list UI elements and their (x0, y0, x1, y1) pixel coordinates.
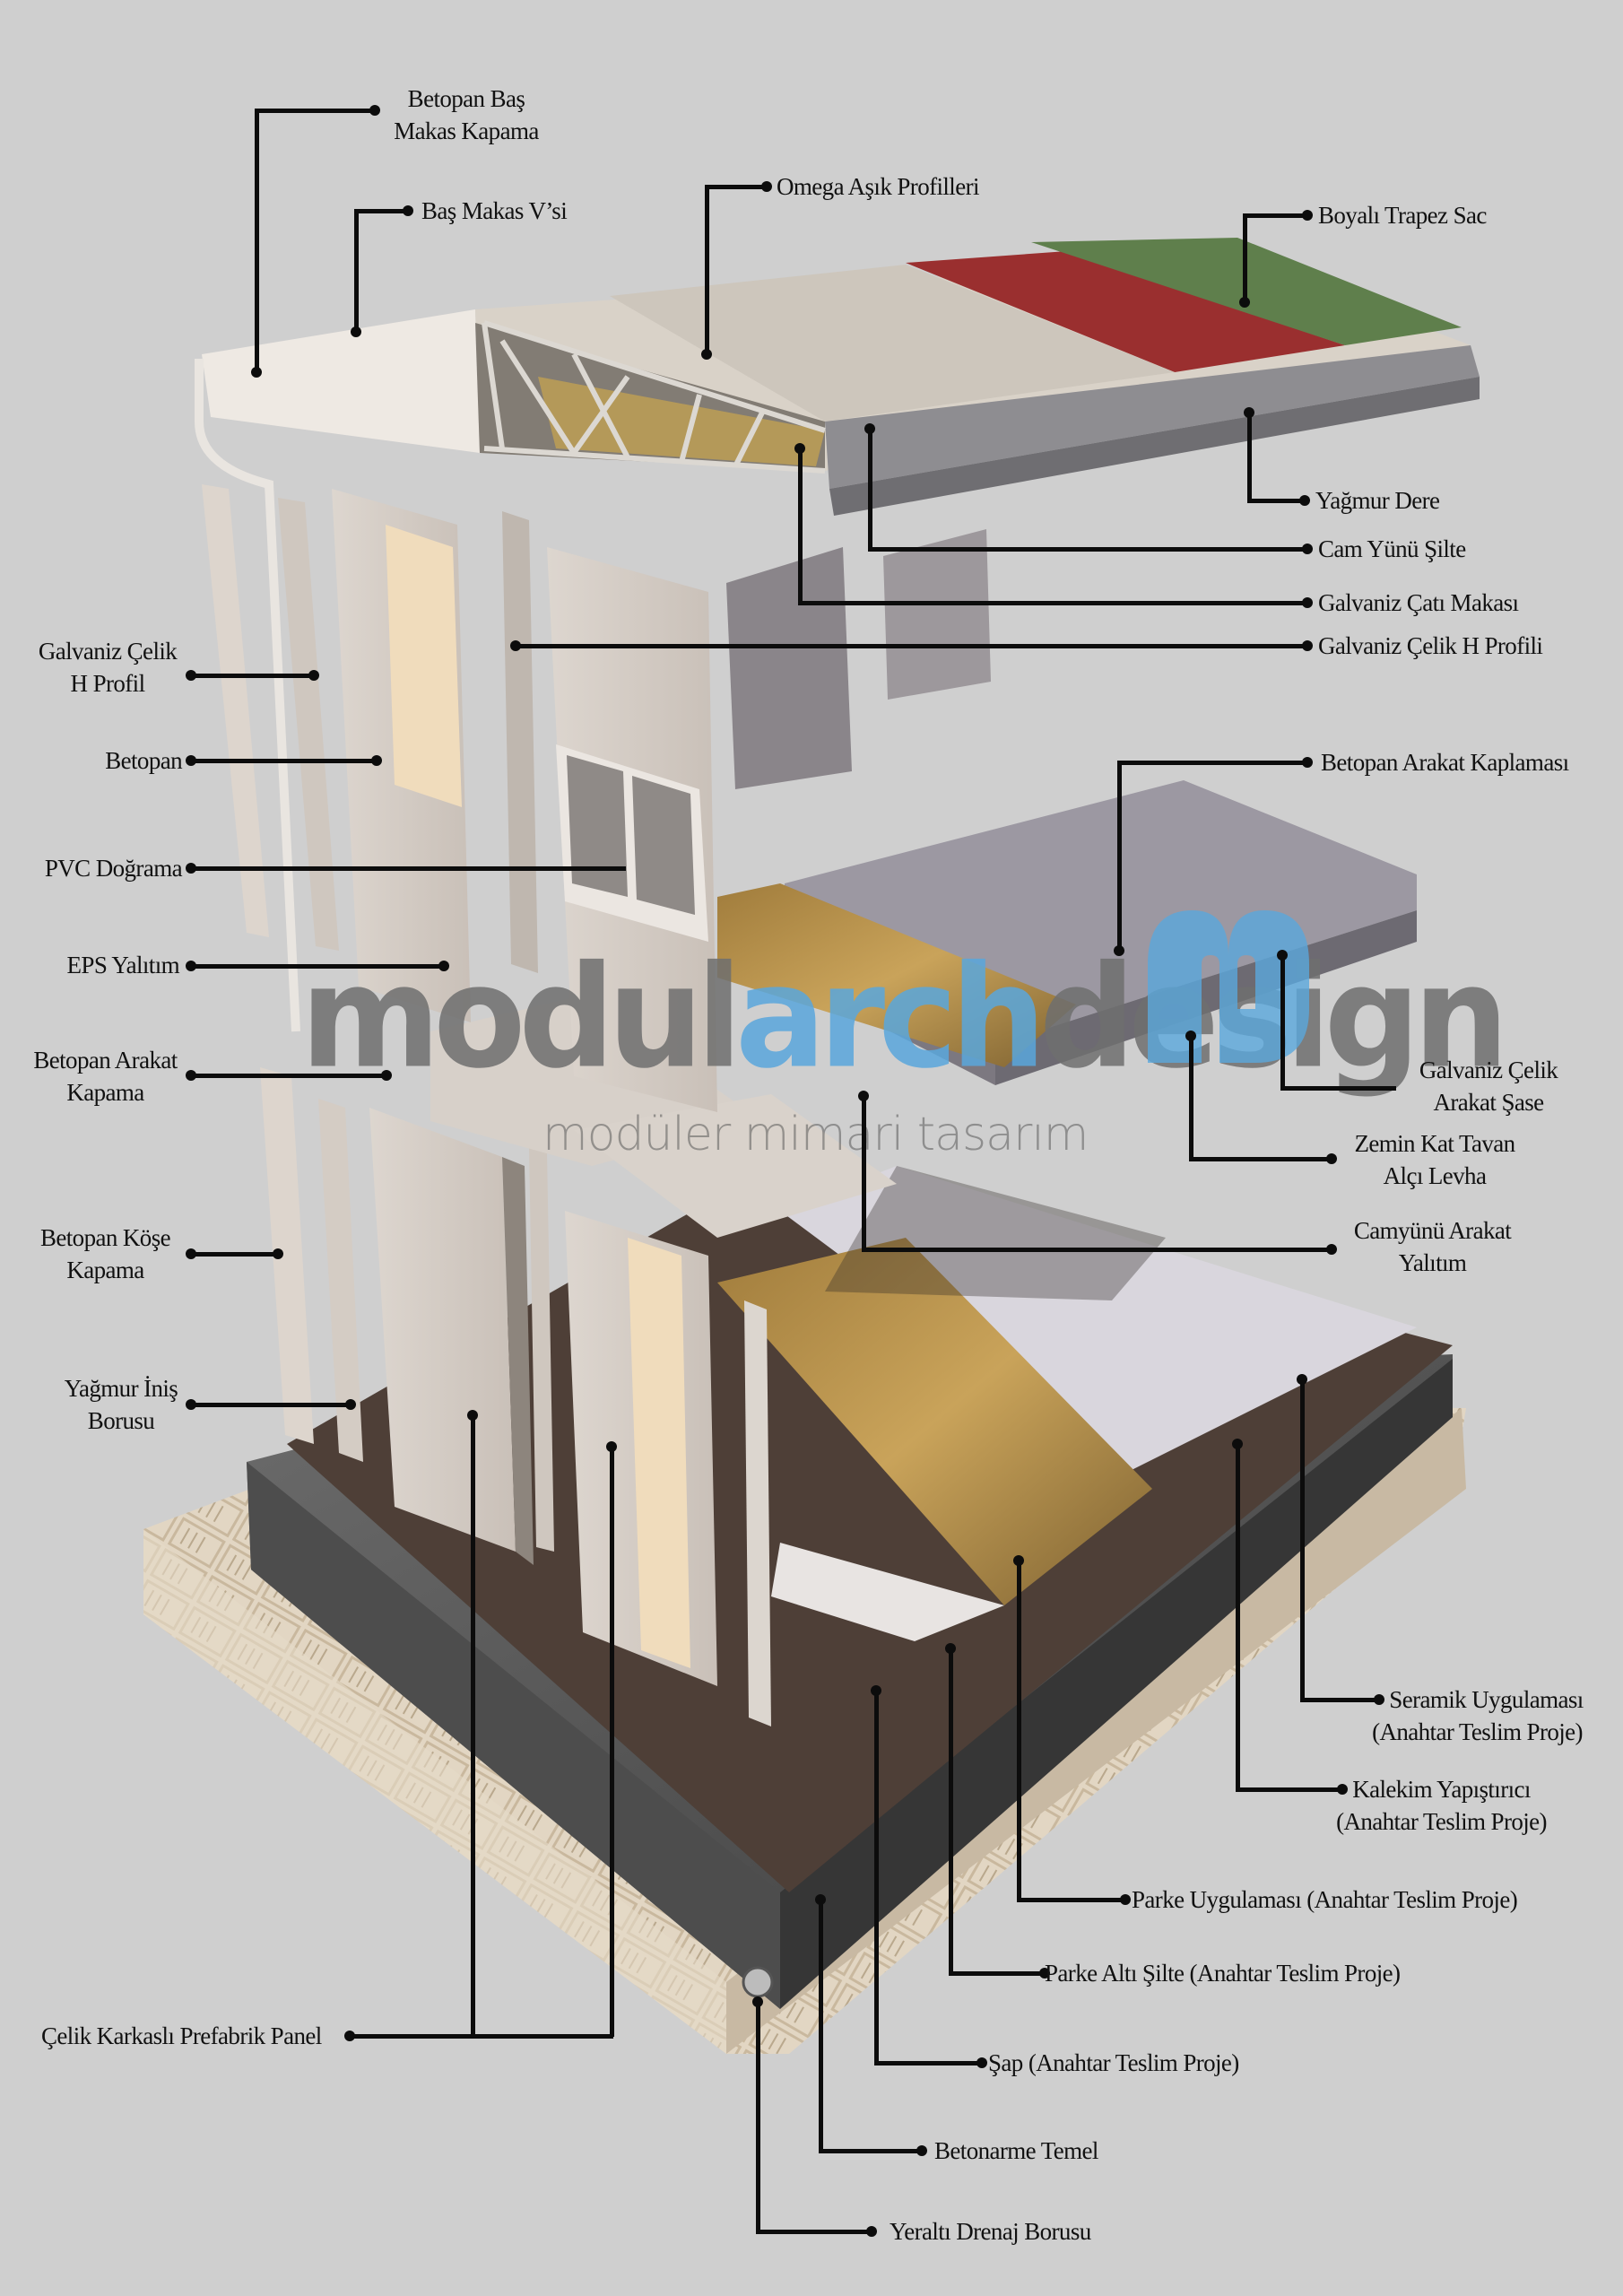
label-line: Galvaniz Çelik (38, 638, 178, 665)
roof (195, 238, 1480, 1032)
label-parke-uygulamasi: Parke Uygulaması (Anahtar Teslim Proje) (1132, 1886, 1518, 1913)
label-galvaniz-celik-h-profili: Galvaniz Çelik H Profili (1318, 632, 1543, 659)
label-parke-alti-silte: Parke Altı Şilte (Anahtar Teslim Proje) (1045, 1960, 1401, 1987)
label-betopan-bas-makas-kapama: Betopan Baş Makas Kapama (377, 83, 556, 147)
label-betopan: Betopan (105, 747, 182, 774)
label-betopan-arakat-kapama: Betopan Arakat Kapama (18, 1044, 193, 1109)
label-line: Arakat Şase (1433, 1089, 1544, 1116)
label-seramik-uygulamasi: Seramik Uygulaması (Anahtar Teslim Proje… (1363, 1683, 1592, 1748)
label-line: (Anahtar Teslim Proje) (1372, 1718, 1583, 1745)
label-line: Zemin Kat Tavan (1354, 1130, 1515, 1157)
label-celik-karkasli-prefabrik-panel: Çelik Karkaslı Prefabrik Panel (41, 2022, 322, 2049)
label-betopan-kose-kapama: Betopan Köşe Kapama (22, 1222, 188, 1286)
label-galvaniz-celik-h-profil: Galvaniz Çelik H Profil (27, 635, 188, 700)
label-eps-yalitim: EPS Yalıtım (66, 952, 180, 978)
brand-part-arch: arch (734, 935, 1046, 1100)
label-yagmur-dere: Yağmur Dere (1315, 487, 1440, 514)
upper-floor-walls (202, 484, 991, 1112)
label-bas-makas-vsi: Baş Makas V’si (421, 197, 568, 224)
label-kalekim-yapistirici: Kalekim Yapıştırıcı (Anahtar Teslim Proj… (1327, 1773, 1556, 1838)
label-line: Kapama (66, 1079, 144, 1106)
label-yagmur-inis-borusu: Yağmur İniş Borusu (45, 1372, 197, 1437)
label-line: Kapama (66, 1257, 144, 1283)
label-betopan-arakat-kaplamasi: Betopan Arakat Kaplaması (1321, 749, 1569, 776)
brand-tagline: modüler mimari tasarım (542, 1108, 1089, 1161)
label-line: Borusu (87, 1407, 155, 1434)
label-line: Betopan Baş (407, 85, 525, 112)
label-line: H Profil (70, 670, 146, 697)
label-camyunu-arakat-yalitim: Camyünü Arakat Yalıtım (1336, 1214, 1529, 1279)
label-line: Alçı Levha (1383, 1162, 1487, 1189)
label-omega-asik-profilleri: Omega Aşık Profilleri (777, 173, 979, 200)
label-line: Makas Kapama (394, 117, 539, 144)
label-line: Kalekim Yapıştırıcı (1352, 1776, 1531, 1803)
brand-watermark: modularchdesign (300, 947, 1509, 1089)
label-cam-yunu-silte: Cam Yünü Şilte (1318, 535, 1466, 562)
label-galvaniz-cati-makasi: Galvaniz Çatı Makası (1318, 589, 1519, 616)
label-line: Betopan Köşe (39, 1224, 171, 1251)
label-boyali-trapez-sac: Boyalı Trapez Sac (1318, 202, 1487, 229)
label-line: Yağmur İniş (64, 1375, 178, 1402)
ground-floor-walls (260, 1067, 771, 1726)
label-betonarme-temel: Betonarme Temel (934, 2137, 1098, 2164)
label-pvc-dograma: PVC Doğrama (44, 855, 183, 882)
label-line: Galvaniz Çelik (1419, 1057, 1558, 1083)
label-galvaniz-celik-arakat-sase: Galvaniz Çelik Arakat Şase (1394, 1054, 1583, 1118)
label-line: Yalıtım (1398, 1249, 1467, 1276)
label-line: (Anahtar Teslim Proje) (1336, 1808, 1547, 1835)
md-logo-icon (1148, 910, 1309, 1063)
label-line: Seramik Uygulaması (1389, 1686, 1584, 1713)
label-line: Camyünü Arakat (1353, 1217, 1512, 1244)
label-line: Betopan Arakat (33, 1047, 178, 1074)
label-sap: Şap (Anahtar Teslim Proje) (988, 2049, 1239, 2076)
label-yeralti-drenaj-borusu: Yeraltı Drenaj Borusu (890, 2218, 1091, 2245)
label-zemin-kat-tavan-alci-levha: Zemin Kat Tavan Alçı Levha (1336, 1127, 1533, 1192)
brand-part-modul: modul (300, 935, 742, 1100)
